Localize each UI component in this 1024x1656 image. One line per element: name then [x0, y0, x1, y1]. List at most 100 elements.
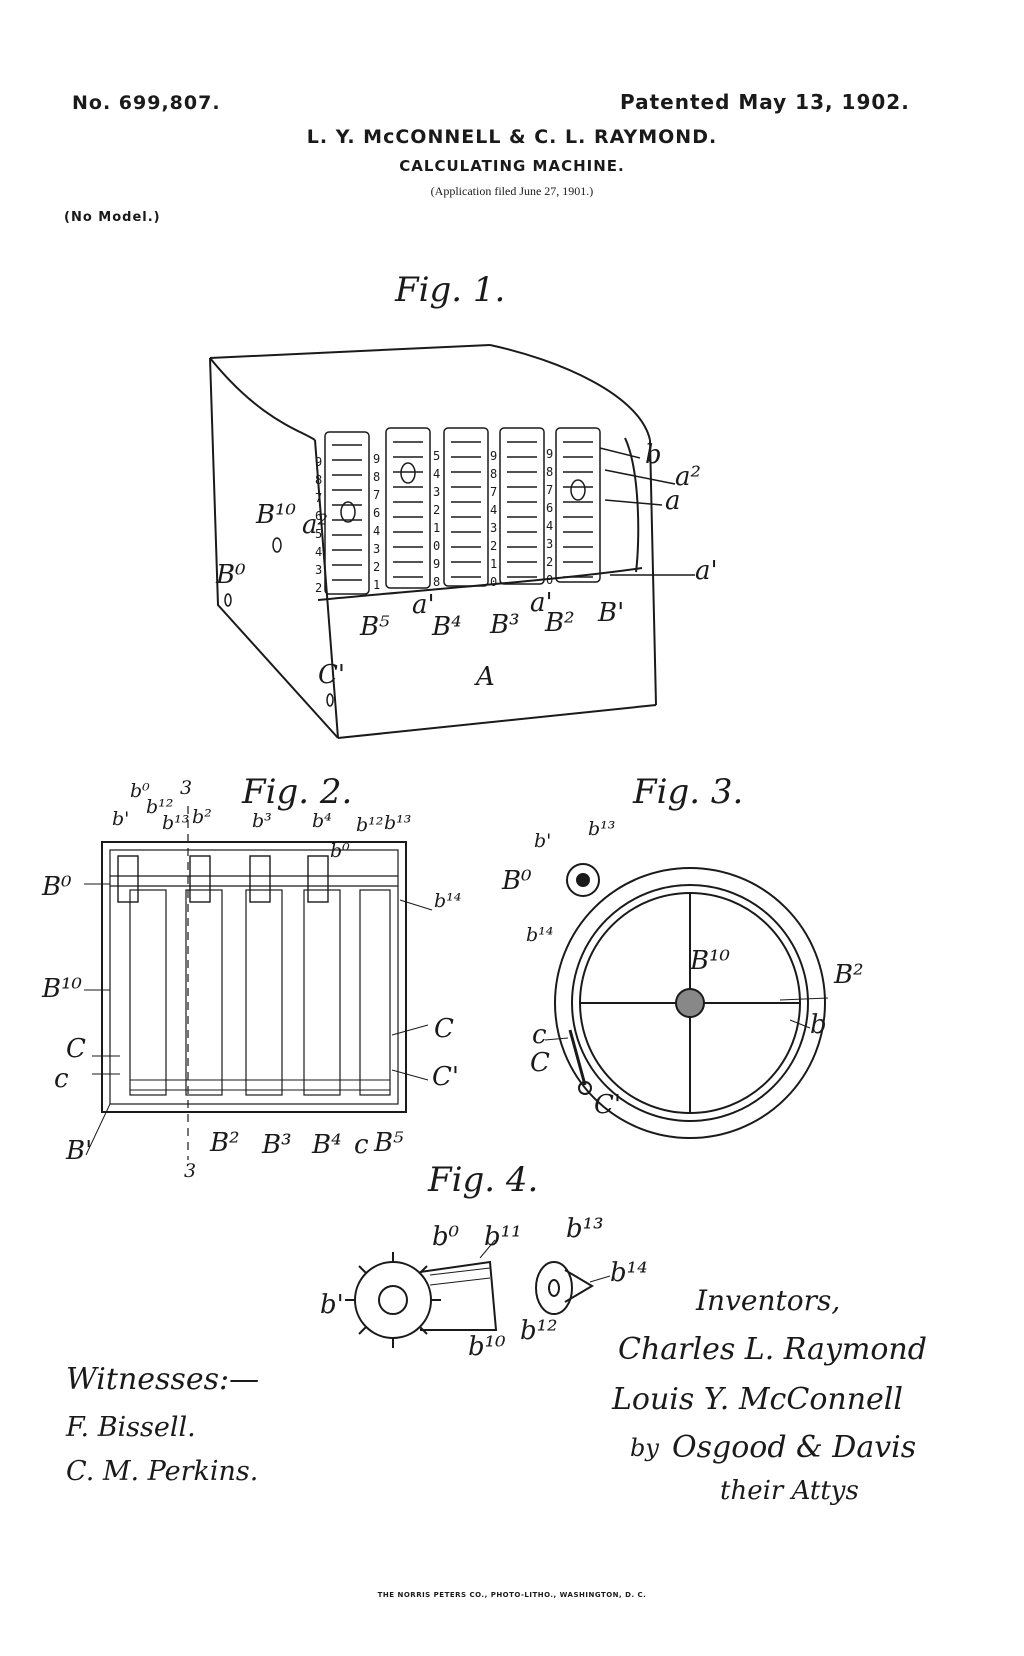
fig4-ref-b10: b¹⁰	[468, 1332, 506, 1362]
digit: 6	[546, 501, 553, 515]
inventor-signature-2: Louis Y. McConnell	[612, 1382, 903, 1417]
digit: 0	[490, 575, 497, 589]
fig4-ref-b1: b'	[320, 1290, 344, 1320]
printer-imprint: THE NORRIS PETERS CO., PHOTO-LITHO., WAS…	[377, 1591, 647, 1599]
fig3-ref-b1: b'	[534, 830, 552, 852]
fig1-wheel-b1	[555, 427, 601, 583]
fig2-ref-b0-left: B⁰	[42, 872, 72, 902]
fig1-digits-col5: 9 8 7 6 4 3 2 0	[546, 447, 553, 587]
invention-title: CALCULATING MACHINE.	[399, 157, 625, 175]
fig1-ref-b10: B¹⁰	[256, 500, 296, 530]
fig2-ref-b4: b⁴	[312, 810, 332, 832]
inventor-names-header: L. Y. McCONNELL & C. L. RAYMOND.	[306, 126, 718, 148]
fig3-ref-c-cap: C	[530, 1048, 550, 1078]
fig4-ref-b0: b⁰	[432, 1222, 460, 1252]
digit: 3	[490, 521, 497, 535]
fig2-ref-b5-bottom: B⁵	[374, 1128, 404, 1158]
fig2-ref-b0-top: b⁰	[130, 780, 150, 802]
fig2-ref-b2: b²	[192, 806, 212, 828]
fig2-ref-b10-left: B¹⁰	[42, 974, 82, 1004]
fig3-label: Fig. 3.	[633, 772, 744, 812]
fig2-ref-c-cap-right: C	[434, 1014, 454, 1044]
fig1-ref-b3: B³	[490, 610, 520, 640]
fig2-ref-b1-bottom: B'	[66, 1136, 93, 1166]
fig1-knob-c1	[326, 693, 334, 707]
fig2-ref-b13: b¹³	[162, 812, 190, 834]
patent-date: Patented May 13, 1902.	[620, 90, 910, 114]
digit: 8	[433, 575, 440, 589]
fig4-ref-b12: b¹²	[520, 1316, 558, 1346]
digit: 2	[315, 581, 322, 595]
fig1-ref-c1: C'	[318, 660, 346, 690]
fig2-ref-3-bottom: 3	[184, 1160, 197, 1182]
digit: 4	[490, 503, 497, 517]
witness-name-2: C. M. Perkins.	[66, 1456, 259, 1487]
fig1-ref-b1: B'	[598, 598, 625, 628]
digit: 9	[315, 455, 322, 469]
application-filed-note: (Application filed June 27, 1901.)	[430, 184, 594, 198]
fig1-sight-hole-left	[340, 501, 356, 523]
fig2-ref-b3-bottom: B³	[262, 1130, 292, 1160]
fig1-ref-a-right: a	[665, 486, 681, 516]
fig1-knob-b10	[272, 537, 282, 553]
digit: 2	[433, 503, 440, 517]
fig2-ref-c-cap-left: C	[66, 1034, 86, 1064]
digit: 9	[490, 449, 497, 463]
fig2-ref-b1: b'	[112, 808, 130, 830]
witnesses-label: Witnesses:—	[66, 1362, 260, 1397]
digit: 4	[315, 545, 322, 559]
fig2-ref-c1-right: C'	[432, 1062, 460, 1092]
digit: 1	[490, 557, 497, 571]
fig3-ref-c: c	[532, 1020, 547, 1050]
fig1-wheel-b3	[443, 427, 489, 587]
fig1-knob-b0	[224, 593, 232, 607]
attorneys-suffix: their Attys	[720, 1476, 859, 1506]
fig1-digits-col2: 9 8 7 6 4 3 2 1	[373, 452, 380, 592]
fig1-digits-col1: 9 8 7 6 5 4 3 2	[315, 455, 322, 595]
fig3-ref-b10: B¹⁰	[690, 946, 730, 976]
fig2-plan-view	[84, 806, 433, 1160]
fig1-ref-a2-left: a²	[302, 510, 328, 540]
no-model-note: (No Model.)	[64, 210, 161, 225]
fig4-ref-b14: b¹⁴	[610, 1258, 648, 1288]
fig4-pinion-assembly	[345, 1239, 611, 1348]
fig2-ref-b12-right: b¹²	[356, 814, 384, 836]
attorneys-signature: Osgood & Davis	[672, 1430, 917, 1465]
digit: 0	[546, 573, 553, 587]
fig2-ref-b4-bottom: B⁴	[312, 1130, 342, 1160]
fig1-ref-a-housing: A	[476, 662, 495, 692]
digit: 9	[373, 452, 380, 466]
digit: 3	[315, 563, 322, 577]
digit: 9	[546, 447, 553, 461]
fig3-ref-b2: B²	[834, 960, 864, 990]
fig3-ref-b14: b¹⁴	[526, 924, 554, 946]
digit: 3	[433, 485, 440, 499]
fig2-ref-b3: b³	[252, 810, 272, 832]
digit: 9	[433, 557, 440, 571]
digit: 8	[315, 473, 322, 487]
fig1-ref-a-2: a'	[530, 588, 553, 618]
fig2-ref-3-top: 3	[180, 777, 193, 799]
digit: 1	[373, 578, 380, 592]
patent-number: No. 699,807.	[72, 92, 221, 114]
fig2-ref-b14: b¹⁴	[434, 890, 462, 912]
fig2-ref-c-left: c	[54, 1064, 69, 1094]
digit: 2	[546, 555, 553, 569]
fig1-ref-b: b	[645, 440, 662, 470]
fig1-wheel-b5	[324, 431, 370, 595]
digit: 8	[490, 467, 497, 481]
digit: 8	[373, 470, 380, 484]
fig1-digits-col3: 5 4 3 2 1 0 9 8	[433, 449, 440, 589]
by-label: by	[630, 1434, 659, 1462]
digit: 0	[433, 539, 440, 553]
fig3-ref-c1: C'	[594, 1090, 622, 1120]
fig1-ref-b5: B⁵	[360, 612, 390, 642]
fig3-wheel-section	[544, 863, 829, 1139]
digit: 7	[373, 488, 380, 502]
fig1-sight-hole-mid	[400, 462, 416, 484]
digit: 1	[433, 521, 440, 535]
fig2-ref-b13-right: b¹³	[384, 812, 412, 834]
digit: 4	[433, 467, 440, 481]
digit: 6	[315, 509, 322, 523]
